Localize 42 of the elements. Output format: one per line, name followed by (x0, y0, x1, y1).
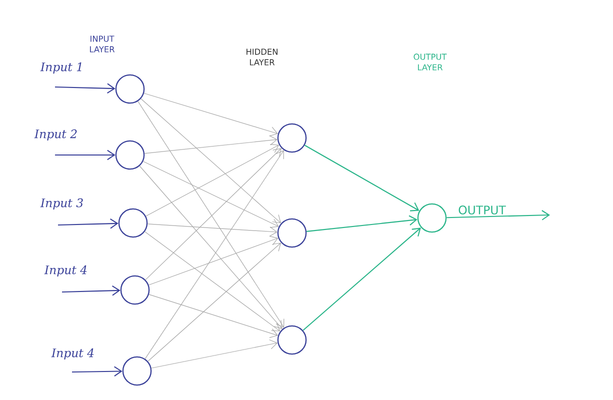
arrow (55, 150, 116, 160)
edge-label: Input 4 (51, 348, 94, 360)
edge-label: OUTPUT (458, 206, 506, 214)
edge-label: Input 4 (44, 265, 87, 277)
neuron-circle (115, 140, 145, 170)
layer-heading: OUTPUT LAYER (414, 54, 447, 70)
arrow (147, 224, 278, 237)
arrow (58, 218, 118, 229)
arrow (446, 210, 550, 220)
arrow (144, 150, 284, 360)
layer-heading: HIDDEN LAYER (246, 48, 278, 66)
neuron-circle (115, 74, 145, 104)
arrow (306, 215, 418, 232)
edge-label: Input 1 (40, 62, 82, 74)
arrow (145, 148, 282, 280)
arrow (304, 144, 420, 212)
arrow (151, 339, 278, 368)
arrow (142, 161, 279, 228)
arrow (144, 135, 278, 154)
arrow (148, 242, 282, 362)
neuron-circle (417, 203, 447, 233)
arrow (138, 101, 284, 328)
layer-heading: INPUT LAYER (90, 36, 115, 52)
neuron-circle (277, 325, 307, 355)
arrow (62, 285, 120, 296)
arrow (55, 83, 116, 94)
neuron-circle (120, 275, 150, 305)
arrow (148, 294, 278, 338)
arrow (146, 144, 280, 216)
neuron-circle (277, 123, 307, 153)
neuron-circle (118, 208, 148, 238)
arrow (72, 366, 122, 376)
arrow (140, 98, 282, 224)
arrow (144, 231, 280, 332)
edge-label: Input 3 (40, 198, 83, 210)
neuron-circle (277, 218, 307, 248)
arrow (302, 228, 421, 331)
arrow (144, 92, 278, 136)
arrow (139, 166, 282, 329)
arrow (148, 236, 278, 286)
neuron-circle (122, 356, 152, 386)
edge-label: Input 2 (34, 129, 77, 141)
